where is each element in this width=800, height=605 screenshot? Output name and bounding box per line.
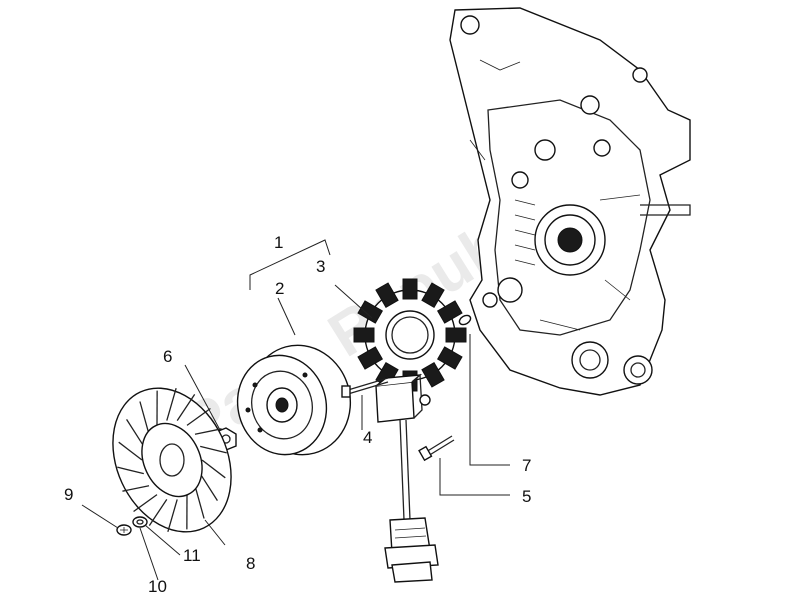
callout-8: 8 [246, 554, 255, 573]
callout-9: 9 [64, 485, 73, 504]
callout-3: 3 [316, 257, 325, 276]
stator-tooth [446, 328, 466, 342]
callout-4: 4 [363, 428, 372, 447]
connector [385, 420, 438, 582]
dowel-pin [458, 314, 472, 327]
cable-screw [419, 436, 454, 460]
callout-1: 1 [274, 233, 283, 252]
callout-10: 10 [148, 577, 167, 596]
callout-5: 5 [522, 487, 531, 506]
callout-11: 11 [183, 546, 201, 565]
fan-screw [117, 525, 131, 535]
stator-tooth [354, 328, 374, 342]
callout-6: 6 [163, 347, 172, 366]
stator-tooth [403, 279, 417, 299]
pickup-coil [376, 375, 430, 422]
callout-7: 7 [522, 456, 531, 475]
callout-2: 2 [275, 279, 284, 298]
crankcase [450, 8, 690, 395]
